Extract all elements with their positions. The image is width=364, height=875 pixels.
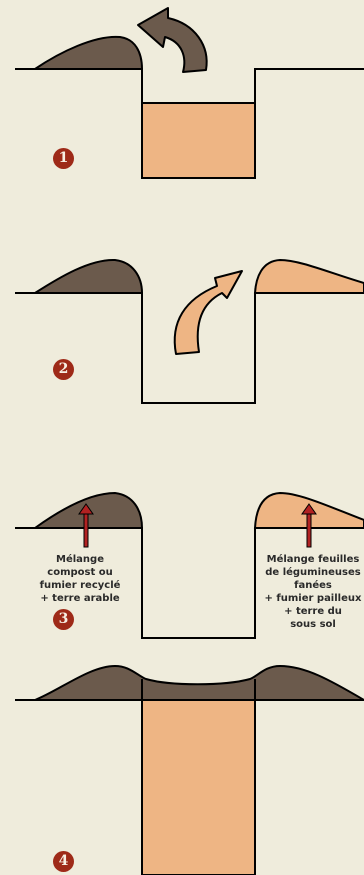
refilled-topsoil bbox=[34, 665, 364, 701]
step-number-4: 4 bbox=[53, 851, 74, 872]
trench-walls bbox=[141, 679, 256, 875]
subsoil-mound bbox=[253, 258, 364, 294]
red-arrow-right-icon bbox=[301, 503, 317, 548]
transfer-arrow-icon bbox=[173, 270, 243, 355]
step-number-2: 2 bbox=[53, 359, 74, 380]
label-topsoil-mix: Mélange compost ou fumier recyclé + terr… bbox=[22, 553, 138, 605]
lift-arrow-icon bbox=[137, 7, 208, 73]
trench-outline bbox=[15, 68, 364, 179]
trench-outline bbox=[15, 292, 364, 404]
label-subsoil-mix: Mélange feuilles de légumineuses fanées … bbox=[248, 553, 364, 631]
label-line: + fumier pailleux bbox=[264, 593, 362, 604]
step-number-1: 1 bbox=[53, 148, 74, 169]
subsoil-block bbox=[141, 102, 256, 179]
label-line: sous sol bbox=[290, 619, 336, 630]
step-2-illustration bbox=[15, 258, 364, 404]
step-1-illustration bbox=[15, 7, 364, 179]
label-line: + terre du bbox=[284, 606, 342, 617]
topsoil-mound bbox=[31, 258, 144, 294]
label-line: de légumineuses bbox=[265, 567, 361, 578]
step-number-3: 3 bbox=[53, 609, 74, 630]
topsoil-mound bbox=[31, 35, 144, 70]
label-line: + terre arable bbox=[40, 593, 120, 604]
red-arrow-left-icon bbox=[78, 503, 94, 548]
label-line: fanées bbox=[294, 580, 332, 591]
label-line: compost ou bbox=[47, 567, 113, 578]
label-line: Mélange bbox=[56, 554, 104, 565]
label-line: Mélange feuilles bbox=[266, 554, 360, 565]
step-3-illustration bbox=[15, 491, 364, 639]
label-line: fumier recyclé bbox=[39, 580, 121, 591]
subsoil-block bbox=[141, 699, 256, 875]
trench-outline bbox=[15, 527, 364, 639]
step-4-illustration bbox=[15, 665, 364, 875]
